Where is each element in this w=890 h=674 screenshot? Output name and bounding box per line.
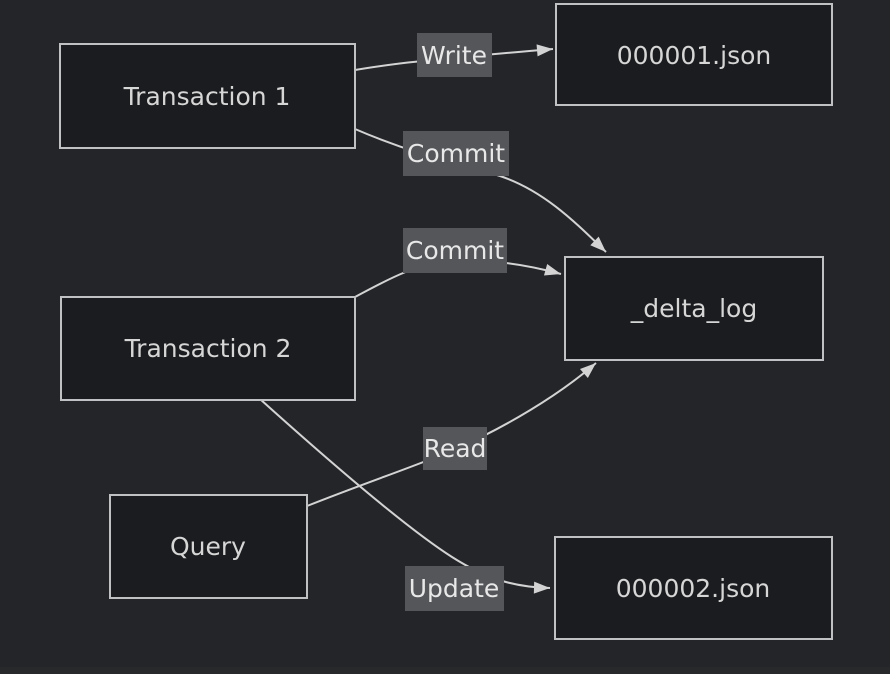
bottom-page-edge [0, 667, 890, 674]
node-transaction-1: Transaction 1 [59, 43, 356, 149]
edge-label-write-bg [417, 33, 492, 77]
edge-label-update-text: Update [409, 574, 500, 603]
node-transaction-1-label: Transaction 1 [123, 82, 291, 111]
edge-label-read-text: Read [424, 434, 487, 463]
node-delta-log-label: _delta_log [630, 294, 757, 323]
node-group: Transaction 1 000001.json Transaction 2 … [59, 3, 833, 640]
edge-label-write-text: Write [421, 41, 487, 70]
node-000001-json-label: 000001.json [617, 41, 772, 70]
node-delta-log-box [564, 256, 824, 361]
node-000002-json: 000002.json [554, 536, 833, 640]
edge-label-commit-2-bg [403, 228, 507, 273]
edge-label-write: Write [417, 33, 492, 77]
edge-transaction2-update-json2 [259, 398, 551, 594]
edge-label-read-bg [423, 427, 487, 470]
edge-label-update-bg [405, 566, 504, 611]
node-transaction-2-box [60, 296, 356, 401]
node-delta-log: _delta_log [564, 256, 824, 361]
node-transaction-1-box [59, 43, 356, 149]
node-000002-json-box [554, 536, 833, 640]
edge-label-commit-2: Commit [403, 228, 507, 273]
node-000002-json-label: 000002.json [616, 574, 771, 603]
edge-label-read: Read [423, 427, 487, 470]
edge-label-commit-1: Commit [403, 131, 509, 176]
edge-label-commit-1-bg [403, 131, 509, 176]
node-000001-json: 000001.json [555, 3, 833, 106]
edge-label-group: Write Commit Commit Read Update [403, 33, 509, 611]
node-query-box [109, 494, 308, 599]
node-transaction-2: Transaction 2 [60, 296, 356, 401]
node-query: Query [109, 494, 308, 599]
edge-label-update: Update [405, 566, 504, 611]
node-query-label: Query [170, 532, 246, 561]
edge-label-commit-2-text: Commit [406, 236, 504, 265]
node-000001-json-box [555, 3, 833, 106]
node-transaction-2-label: Transaction 2 [124, 334, 292, 363]
edge-label-commit-1-text: Commit [407, 139, 505, 168]
